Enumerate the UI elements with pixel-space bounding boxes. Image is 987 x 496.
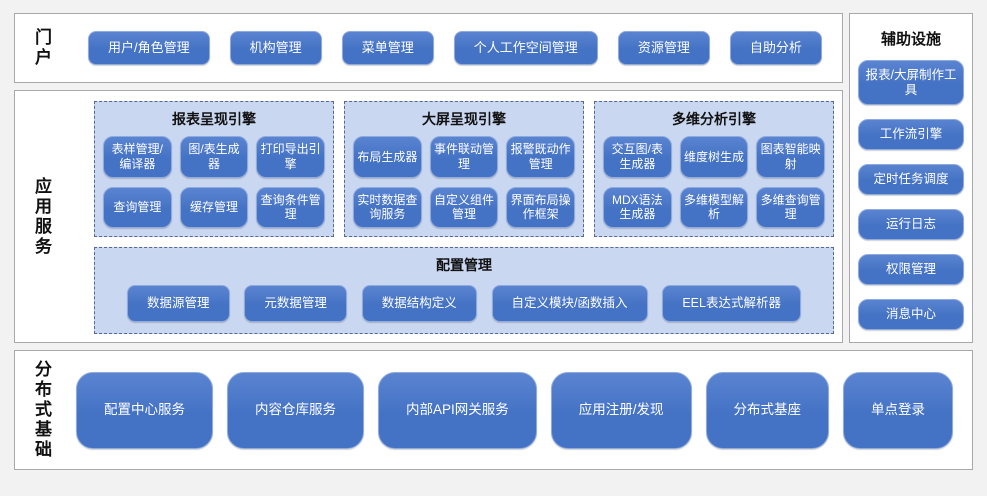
dist-node-content-repo: 内容仓库服务 — [227, 371, 364, 449]
engine-node: 界面布局操作框架 — [506, 186, 575, 228]
engine-panel-report: 报表呈现引擎 表样管理/编译器 图/表生成器 打印导出引擎 查询管理 缓存管理 … — [94, 101, 334, 237]
engine-node: MDX语法生成器 — [603, 186, 672, 228]
config-node-structure: 数据结构定义 — [361, 285, 477, 322]
config-mgmt-panel: 配置管理 数据源管理 元数据管理 数据结构定义 自定义模块/函数插入 EEL表达… — [94, 247, 834, 334]
auxiliary-node-column: 报表/大屏制作工具 工作流引擎 定时任务调度 运行日志 权限管理 消息中心 — [858, 60, 964, 330]
portal-node-workspace-mgmt: 个人工作空间管理 — [453, 31, 598, 65]
engine-node: 表样管理/编译器 — [103, 136, 172, 178]
config-mgmt-panel-title: 配置管理 — [436, 257, 492, 273]
config-node-custom-module: 自定义模块/函数插入 — [491, 285, 648, 322]
engine-node: 缓存管理 — [179, 186, 249, 228]
aux-node-task-scheduler: 定时任务调度 — [858, 164, 964, 195]
engine-node: 报警既动作管理 — [506, 136, 575, 178]
app-services-content: 报表呈现引擎 表样管理/编译器 图/表生成器 打印导出引擎 查询管理 缓存管理 … — [54, 91, 836, 342]
engine-node: 实时数据查询服务 — [353, 186, 422, 228]
engine-node: 多维查询管理 — [756, 186, 825, 228]
engine-node: 图表智能映射 — [756, 136, 825, 178]
engine-node: 打印导出引擎 — [256, 136, 325, 178]
engine-node: 查询条件管理 — [256, 186, 325, 228]
engine-node: 自定义组件管理 — [429, 186, 499, 228]
aux-node-message-center: 消息中心 — [858, 299, 964, 330]
engine-node: 多维模型解析 — [679, 186, 749, 228]
portal-node-user-role-mgmt: 用户/角色管理 — [88, 31, 210, 65]
engine-panel-title: 报表呈现引擎 — [172, 111, 256, 127]
portal-node-menu-mgmt: 菜单管理 — [341, 31, 434, 65]
dist-node-app-registry: 应用注册/发现 — [550, 371, 692, 449]
engine-node: 交互图/表生成器 — [603, 136, 672, 178]
dist-node-api-gateway: 内部API网关服务 — [378, 371, 537, 449]
engine-panel-olap: 多维分析引擎 交互图/表生成器 维度树生成 图表智能映射 MDX语法生成器 多维… — [594, 101, 834, 237]
portal-node-resource-mgmt: 资源管理 — [617, 31, 710, 65]
engine-panel-title: 多维分析引擎 — [672, 111, 756, 127]
engine-node-grid: 交互图/表生成器 维度树生成 图表智能映射 MDX语法生成器 多维模型解析 多维… — [603, 136, 825, 228]
engine-panel-title: 大屏呈现引擎 — [422, 111, 506, 127]
dist-node-sso: 单点登录 — [843, 371, 954, 449]
app-services-section-label: 应用服务 — [32, 176, 51, 257]
distributed-base-section: 分布式基础 配置中心服务 内容仓库服务 内部API网关服务 应用注册/发现 分布… — [14, 350, 973, 470]
distributed-base-section-label: 分布式基础 — [32, 360, 51, 460]
engine-node-grid: 表样管理/编译器 图/表生成器 打印导出引擎 查询管理 缓存管理 查询条件管理 — [103, 136, 325, 228]
architecture-diagram: 门户 用户/角色管理 机构管理 菜单管理 个人工作空间管理 资源管理 自助分析 … — [14, 13, 973, 470]
config-node-eel-parser: EEL表达式解析器 — [662, 285, 801, 322]
aux-node-report-tool: 报表/大屏制作工具 — [858, 60, 964, 105]
dist-node-config-center: 配置中心服务 — [76, 371, 213, 449]
engine-node: 图/表生成器 — [179, 136, 249, 178]
portal-section-label: 门户 — [32, 28, 51, 68]
auxiliary-section-title: 辅助设施 — [880, 31, 941, 48]
aux-node-workflow-engine: 工作流引擎 — [858, 119, 964, 150]
portal-section: 门户 用户/角色管理 机构管理 菜单管理 个人工作空间管理 资源管理 自助分析 — [14, 13, 843, 83]
aux-node-run-log: 运行日志 — [858, 209, 964, 240]
dist-node-distributed-pedestal: 分布式基座 — [705, 371, 830, 449]
portal-node-org-mgmt: 机构管理 — [229, 31, 322, 65]
aux-node-permission-mgmt: 权限管理 — [858, 254, 964, 285]
auxiliary-section: 辅助设施 报表/大屏制作工具 工作流引擎 定时任务调度 运行日志 权限管理 消息… — [849, 13, 973, 343]
engine-node: 事件联动管理 — [429, 136, 499, 178]
config-node-datasource: 数据源管理 — [127, 285, 230, 322]
engine-node: 查询管理 — [103, 186, 172, 228]
distributed-node-row: 配置中心服务 内容仓库服务 内部API网关服务 应用注册/发现 分布式基座 单点… — [54, 371, 969, 449]
engine-node: 布局生成器 — [353, 136, 422, 178]
engine-panel-row: 报表呈现引擎 表样管理/编译器 图/表生成器 打印导出引擎 查询管理 缓存管理 … — [94, 101, 834, 237]
engine-node-grid: 布局生成器 事件联动管理 报警既动作管理 实时数据查询服务 自定义组件管理 界面… — [353, 136, 575, 228]
portal-node-row: 用户/角色管理 机构管理 菜单管理 个人工作空间管理 资源管理 自助分析 — [54, 31, 830, 65]
config-node-metadata: 元数据管理 — [244, 285, 347, 322]
config-node-row: 数据源管理 元数据管理 数据结构定义 自定义模块/函数插入 EEL表达式解析器 — [103, 282, 825, 325]
engine-panel-bigscreen: 大屏呈现引擎 布局生成器 事件联动管理 报警既动作管理 实时数据查询服务 自定义… — [344, 101, 584, 237]
engine-node: 维度树生成 — [679, 136, 749, 178]
portal-node-self-analysis: 自助分析 — [729, 31, 822, 65]
app-services-section: 应用服务 报表呈现引擎 表样管理/编译器 图/表生成器 打印导出引擎 查询管理 … — [14, 90, 843, 343]
